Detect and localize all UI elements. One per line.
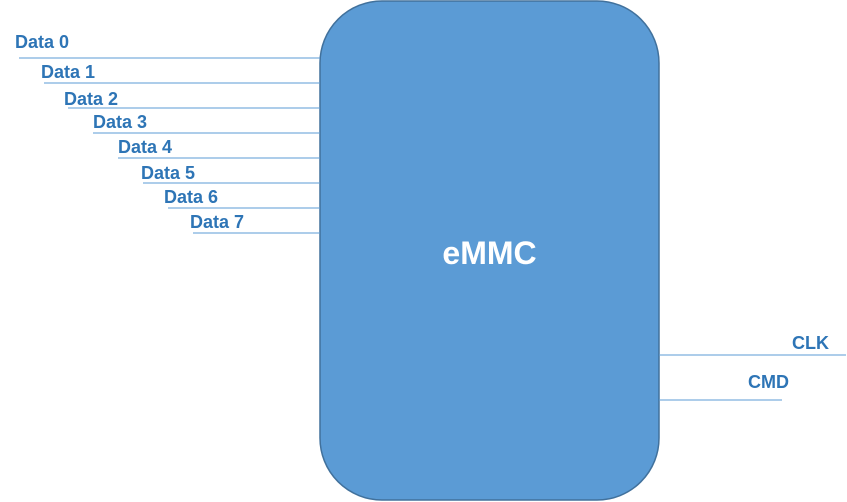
data-3-label: Data 3 <box>93 112 147 132</box>
cmd-label: CMD <box>748 372 789 392</box>
data-1-label: Data 1 <box>41 62 95 82</box>
data-2-label: Data 2 <box>64 89 118 109</box>
clk-label: CLK <box>792 333 829 353</box>
chip-label: eMMC <box>442 235 536 271</box>
data-4-label: Data 4 <box>118 137 172 157</box>
emmc-chip <box>319 0 660 501</box>
data-7-label: Data 7 <box>190 212 244 232</box>
data-5-label: Data 5 <box>141 163 195 183</box>
data-6-label: Data 6 <box>164 187 218 207</box>
data-0-label: Data 0 <box>15 32 69 52</box>
